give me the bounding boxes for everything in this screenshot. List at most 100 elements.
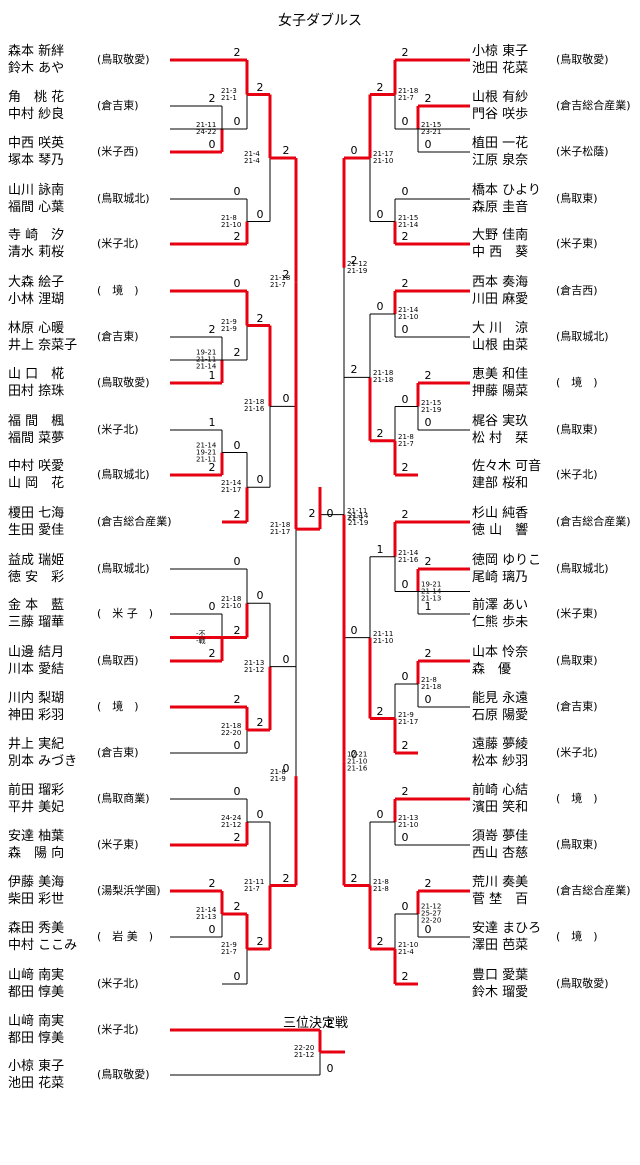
set-score: 0 (282, 762, 290, 776)
school-name: ( 米 子 ) (97, 607, 154, 620)
player-name: 川本 愛結 (8, 662, 65, 677)
game-scores: 21-14 21-17 (221, 479, 242, 495)
game-scores: 21-13 21-10 (398, 814, 419, 829)
school-name: (鳥取東) (556, 423, 598, 436)
player-name: 菅 埜 百 (472, 892, 529, 907)
player-name: 豊口 愛葉 (472, 968, 529, 983)
game-scores: 21-11 21-9 (347, 506, 368, 522)
right-entry-players: 豊口 愛葉鈴木 瑠愛 (472, 967, 528, 1001)
set-score: 0 (233, 277, 241, 290)
school-name: (鳥取城北) (556, 562, 609, 575)
set-score: 0 (350, 747, 358, 761)
player-name: 中村 紗良 (8, 107, 65, 122)
school-name: (倉吉東) (97, 330, 139, 343)
game-scores: 21-11 24-22 (196, 121, 217, 136)
game-scores: 21-18 22-20 (221, 722, 242, 737)
player-name: 門谷 咲歩 (472, 107, 529, 122)
set-score: 2 (401, 970, 409, 983)
set-score: 2 (308, 507, 316, 520)
set-score: 2 (401, 46, 409, 59)
game-scores: 21-3 21-1 (221, 86, 237, 102)
right-entry-players: 山本 怜奈森 優 (472, 644, 528, 678)
set-score: 2 (350, 253, 358, 267)
player-name: 澤田 芭菜 (472, 938, 529, 953)
game-scores: 21-12 21-19 (347, 259, 368, 275)
game-scores: -不 -戦 (196, 629, 206, 645)
school-name: (米子北) (556, 746, 598, 759)
player-name: 押藤 陽菜 (472, 384, 529, 399)
player-name: 佐々木 可音 (472, 459, 542, 474)
right-entry-players: 恵美 和佳押藤 陽菜 (472, 366, 528, 400)
set-score: 2 (376, 80, 384, 94)
player-name: 山根 有紗 (472, 90, 529, 105)
school-name: (鳥取敬愛) (97, 1068, 150, 1081)
player-name: 都田 惇美 (8, 1031, 65, 1046)
left-entry-players: 中西 咲英塚本 琴乃 (8, 135, 64, 169)
player-name: 前崎 心結 (472, 783, 529, 798)
set-score: 2 (282, 144, 290, 157)
set-score: 2 (424, 555, 432, 568)
left-entry-players: 井上 実紀別本 みづき (8, 736, 77, 770)
player-name: 小椋 東子 (8, 1059, 65, 1074)
school-name: (鳥取敬愛) (97, 376, 150, 389)
set-score: 2 (233, 46, 241, 59)
game-scores: 21-8 21-8 (373, 877, 389, 893)
school-name: (倉吉総合産業) (556, 884, 631, 897)
set-score: 0 (208, 138, 216, 151)
player-name: 松本 紗羽 (472, 754, 529, 769)
game-scores: 12-21 21-10 21-16 (347, 750, 368, 773)
player-name: 西山 杏慈 (472, 846, 529, 861)
player-name: 別本 みづき (8, 754, 78, 769)
player-name: 森 優 (472, 662, 512, 677)
set-score: 1 (376, 542, 384, 556)
game-scores: 21-18 21-7 (398, 86, 419, 102)
school-name: ( 境 ) (97, 700, 139, 713)
school-name: (米子東) (97, 838, 139, 851)
set-score: 2 (282, 871, 290, 885)
player-name: 池田 花菜 (8, 1076, 65, 1091)
player-name: 柴田 彩世 (8, 892, 65, 907)
set-score: 2 (401, 785, 409, 798)
player-name: 橋本 ひより (472, 183, 541, 198)
player-name: 前澤 あい (472, 598, 529, 613)
set-score: 0 (233, 785, 241, 798)
set-score: 0 (424, 416, 432, 429)
left-entry-players: 金 本 藍三藤 瑠華 (8, 597, 64, 631)
right-entry-players: 植田 一花江原 泉奈 (472, 135, 528, 169)
player-name: 山根 由菜 (472, 338, 529, 353)
right-entry-players: 西本 奏海川田 麻愛 (472, 274, 528, 308)
player-name: 山川 詠南 (8, 183, 65, 198)
player-name: 川内 梨瑚 (8, 691, 65, 706)
game-scores: 22-20 21-12 (294, 1044, 315, 1059)
set-score: 2 (256, 716, 264, 729)
player-name: 石原 陽愛 (472, 708, 529, 723)
player-name: 山﨑 南実 (8, 1014, 65, 1029)
player-name: 福間 心葉 (8, 200, 65, 215)
school-name: (倉吉総合産業) (556, 99, 631, 112)
school-name: (米子北) (97, 977, 139, 990)
left-entry-players: 中村 咲愛山 岡 花 (8, 458, 64, 492)
right-entry-players: 大野 佳南中 西 葵 (472, 227, 528, 261)
player-name: 鈴木 瑠愛 (472, 985, 529, 1000)
player-name: 山﨑 南実 (8, 968, 65, 983)
player-name: 池田 花菜 (472, 61, 529, 76)
school-name: (鳥取西) (97, 654, 139, 667)
player-name: 濱田 笑和 (472, 800, 529, 815)
set-score: 0 (326, 1062, 334, 1075)
set-score: 0 (208, 600, 216, 613)
player-name: 中村 ここみ (8, 938, 78, 953)
set-score: 2 (376, 426, 384, 440)
set-score: 2 (256, 311, 264, 325)
player-name: 森本 新絆 (8, 44, 65, 59)
right-entry-players: 徳岡 ゆりこ尾崎 璃乃 (472, 552, 541, 586)
game-scores: 21-15 21-14 (398, 213, 419, 229)
set-score: 0 (350, 144, 358, 157)
player-name: 井上 奈菜子 (8, 338, 78, 353)
left-entry-players: 森田 秀美中村 ここみ (8, 920, 77, 954)
left-entry-players: 大森 絵子小林 浬瑚 (8, 274, 64, 308)
left-entry-players: 川内 梨瑚神田 彩羽 (8, 690, 64, 724)
player-name: 安達 まひろ (472, 921, 542, 936)
school-name: (米子北) (97, 237, 139, 250)
set-score: 2 (233, 623, 241, 637)
